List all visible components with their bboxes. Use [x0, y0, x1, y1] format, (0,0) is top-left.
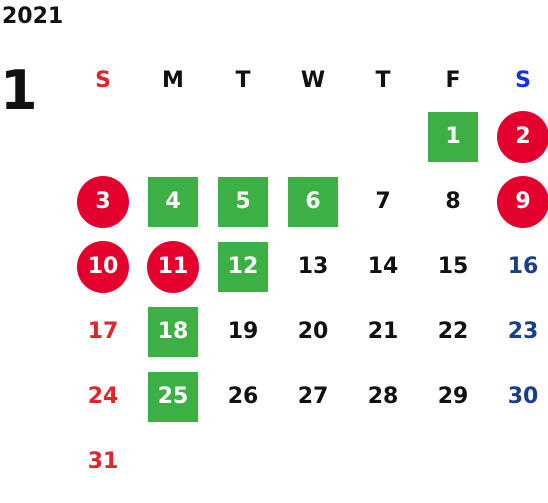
day-number: 21 [367, 319, 399, 344]
day-number: 8 [445, 189, 461, 214]
day-cell[interactable]: 28 [348, 364, 418, 429]
day-number: 15 [437, 254, 469, 279]
day-number: 30 [507, 384, 539, 409]
day-cell[interactable]: 9 [488, 169, 548, 234]
day-cell[interactable]: 24 [68, 364, 138, 429]
day-cell[interactable]: 23 [488, 299, 548, 364]
day-cell[interactable]: 3 [68, 169, 138, 234]
day-number: 17 [87, 319, 119, 344]
day-number: 31 [87, 449, 119, 474]
day-cell[interactable]: 19 [208, 299, 278, 364]
day-cell[interactable]: 25 [138, 364, 208, 429]
day-cell[interactable]: 29 [418, 364, 488, 429]
day-cell[interactable]: 6 [278, 169, 348, 234]
holiday-marker: 10 [77, 240, 129, 293]
business-day-marker: 6 [288, 176, 338, 227]
day-number: 24 [87, 384, 119, 409]
day-cell[interactable]: 7 [348, 169, 418, 234]
day-cell[interactable]: 21 [348, 299, 418, 364]
day-cell[interactable]: 22 [418, 299, 488, 364]
day-cell[interactable]: 5 [208, 169, 278, 234]
day-cell[interactable]: 8 [418, 169, 488, 234]
day-number: 13 [297, 254, 329, 279]
holiday-marker: 2 [497, 110, 548, 163]
day-number: 28 [367, 384, 399, 409]
year-label: 2021 [2, 4, 64, 29]
day-cell[interactable]: 30 [488, 364, 548, 429]
day-cell[interactable]: 14 [348, 234, 418, 299]
day-cell[interactable]: 11 [138, 234, 208, 299]
weekday-header: W [300, 67, 326, 93]
business-day-marker: 1 [428, 111, 478, 162]
day-cell[interactable]: 20 [278, 299, 348, 364]
day-number: 26 [227, 384, 259, 409]
month-number: 1 [0, 59, 38, 122]
day-cell[interactable]: 17 [68, 299, 138, 364]
day-cell[interactable]: 27 [278, 364, 348, 429]
empty-day-cell [278, 104, 348, 169]
day-number: 22 [437, 319, 469, 344]
weekday-header: M [162, 67, 184, 93]
day-cell[interactable]: 10 [68, 234, 138, 299]
day-cell[interactable]: 1 [418, 104, 488, 169]
day-cell[interactable]: 16 [488, 234, 548, 299]
weekday-header: F [445, 67, 461, 93]
holiday-marker: 9 [497, 175, 548, 228]
day-cell[interactable]: 31 [68, 429, 138, 494]
day-number: 27 [297, 384, 329, 409]
holiday-marker: 3 [77, 175, 129, 228]
holiday-marker: 11 [147, 240, 199, 293]
day-cell[interactable]: 15 [418, 234, 488, 299]
day-cell[interactable]: 26 [208, 364, 278, 429]
business-day-marker: 12 [218, 241, 268, 292]
business-day-marker: 5 [218, 176, 268, 227]
day-number: 16 [507, 254, 539, 279]
day-number: 14 [367, 254, 399, 279]
empty-day-cell [208, 104, 278, 169]
business-day-marker: 25 [148, 371, 198, 422]
day-cell[interactable]: 12 [208, 234, 278, 299]
day-cell[interactable]: 4 [138, 169, 208, 234]
weekday-header: S [95, 67, 111, 93]
day-number: 7 [375, 189, 391, 214]
weekday-header: S [515, 67, 531, 93]
weekday-header: T [235, 67, 251, 93]
day-number: 20 [297, 319, 329, 344]
business-day-marker: 18 [148, 306, 198, 357]
weekday-header: T [375, 67, 391, 93]
day-number: 19 [227, 319, 259, 344]
empty-day-cell [68, 104, 138, 169]
empty-day-cell [138, 104, 208, 169]
business-day-marker: 4 [148, 176, 198, 227]
day-cell[interactable]: 18 [138, 299, 208, 364]
day-number: 29 [437, 384, 469, 409]
empty-day-cell [348, 104, 418, 169]
day-cell[interactable]: 2 [488, 104, 548, 169]
day-cell[interactable]: 13 [278, 234, 348, 299]
day-number: 23 [507, 319, 539, 344]
